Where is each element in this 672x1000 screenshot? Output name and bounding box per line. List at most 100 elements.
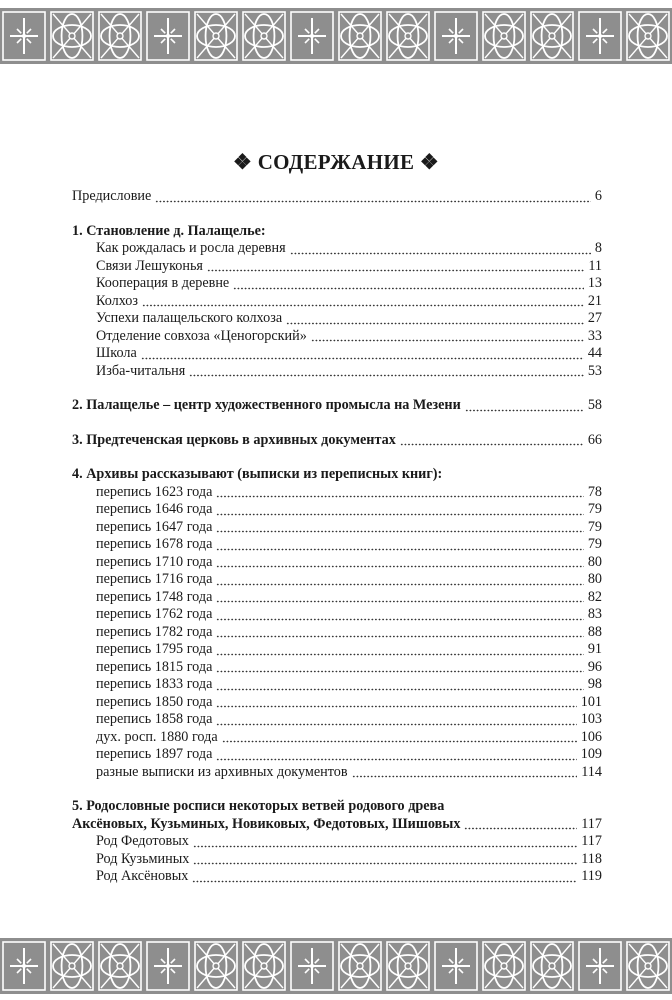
ornament-pattern-bottom — [2, 941, 670, 991]
ornament-tile — [146, 11, 190, 61]
dot-leader — [216, 610, 584, 621]
toc-entry-label: разные выписки из архивных документов — [96, 763, 348, 780]
dot-leader — [464, 401, 584, 412]
toc-page-number: 117 — [581, 833, 602, 849]
toc-page-number: 109 — [580, 746, 602, 762]
toc-page-number: 11 — [588, 257, 602, 274]
ornament-tile — [386, 11, 430, 61]
toc-entry-label: Школа — [96, 345, 137, 361]
toc-page-number: 80 — [587, 571, 602, 587]
dot-leader — [216, 663, 584, 673]
toc-section-label: 5. Родословные росписи некоторых ветвей … — [72, 798, 445, 814]
dot-leader — [216, 645, 584, 656]
dot-leader — [399, 436, 584, 446]
toc-entry-label: перепись 1623 года — [96, 483, 213, 500]
toc-entry: перепись 1646 года 79 — [72, 501, 602, 519]
toc-entry: перепись 1850 года 101 — [72, 694, 602, 712]
toc-entry-preface: Предисловие 6 — [72, 188, 602, 206]
ornament-tile — [338, 11, 382, 61]
dot-leader — [216, 715, 577, 726]
toc-section-2: 2. Палащелье – центр художественного про… — [72, 397, 602, 415]
toc-section-label: 1. Становление д. Палащелье: — [72, 222, 266, 239]
toc-entry: перепись 1858 года 103 — [72, 711, 602, 729]
toc-section-3: 3. Предтеченская церковь в архивных доку… — [72, 432, 602, 450]
ornament-tile — [482, 11, 526, 61]
dot-leader — [216, 698, 577, 708]
ornament-tile — [194, 941, 238, 991]
ornament-tile — [434, 941, 478, 991]
toc-section-heading-5-line2: Аксёновых, Кузьминых, Новиковых, Федотов… — [72, 816, 602, 834]
dot-leader — [286, 314, 584, 325]
toc-entry-label: перепись 1897 года — [96, 746, 213, 762]
toc-page-number: 79 — [587, 501, 602, 517]
dot-leader — [206, 262, 585, 272]
toc-page-number: 79 — [587, 536, 602, 552]
dot-leader — [142, 297, 584, 307]
toc-entry-label: перепись 1815 года — [96, 658, 213, 675]
toc-entry-label: перепись 1850 года — [96, 693, 213, 710]
toc-page-number: 101 — [580, 693, 602, 710]
ornament-tile — [2, 11, 46, 61]
toc-entry-label: перепись 1647 года — [96, 518, 213, 535]
toc-entry: Отделение совхоза «Ценогорский»33 — [72, 328, 602, 346]
ornament-tile — [146, 941, 190, 991]
ornament-tile — [578, 11, 622, 61]
toc-page-number: 117 — [581, 815, 602, 832]
dot-leader — [216, 680, 584, 691]
dot-leader — [233, 279, 584, 290]
toc-entry-label: Изба-читальня — [96, 362, 186, 379]
toc-entry-label: перепись 1833 года — [96, 676, 213, 692]
toc-entry-label: перепись 1710 года — [96, 553, 213, 570]
toc-page-number: 88 — [587, 623, 602, 640]
toc-entry-label: перепись 1858 года — [96, 711, 213, 727]
toc-entry-label: Род Кузьминых — [96, 850, 190, 867]
toc-page-number: 8 — [594, 240, 602, 256]
toc-page-number: 83 — [587, 606, 602, 622]
ornament-tile — [338, 941, 382, 991]
toc-entry: перепись 1647 года 79 — [72, 519, 602, 537]
toc-page-number: 82 — [587, 588, 602, 605]
ornament-tile — [530, 941, 574, 991]
ornament-tile — [530, 11, 574, 61]
toc-page-number: 98 — [587, 676, 602, 692]
toc-entry-label: Род Аксёновых — [96, 868, 189, 884]
toc-entry-label: перепись 1646 года — [96, 501, 213, 517]
toc-entry-label: Успехи палащельского колхоза — [96, 310, 283, 326]
dot-leader — [155, 192, 591, 203]
toc-page-number: 103 — [580, 711, 602, 727]
ornament-tile — [242, 11, 286, 61]
toc-page-number: 79 — [587, 518, 602, 535]
toc-page-number: 96 — [587, 658, 602, 675]
toc-page-number: 33 — [587, 327, 602, 344]
toc-page-number: 21 — [587, 292, 602, 309]
toc-entry-label: Связи Лешуконья — [96, 257, 203, 274]
ornament-tile — [626, 941, 670, 991]
toc-page-number: 118 — [581, 850, 602, 867]
ornament-tile — [242, 941, 286, 991]
dot-leader — [216, 558, 584, 568]
toc-page-number: 53 — [587, 362, 602, 379]
dot-leader — [310, 332, 584, 342]
ornament-tile — [2, 941, 46, 991]
page-title: ❖ СОДЕРЖАНИЕ ❖ — [233, 150, 439, 174]
toc-section-heading-4: 4. Архивы рассказывают (выписки из переп… — [72, 466, 602, 484]
ornament-border-bottom — [0, 938, 672, 994]
toc-entry: Род Кузьминых 118 — [72, 851, 602, 869]
dot-leader — [216, 505, 584, 516]
dot-leader — [216, 488, 584, 498]
ornament-pattern-top — [2, 11, 670, 61]
dot-leader — [216, 540, 584, 551]
toc-entry-label: перепись 1795 года — [96, 641, 213, 657]
toc-page-number: 58 — [587, 397, 602, 413]
dot-leader — [464, 820, 578, 830]
toc-entry-label: перепись 1748 года — [96, 588, 213, 605]
